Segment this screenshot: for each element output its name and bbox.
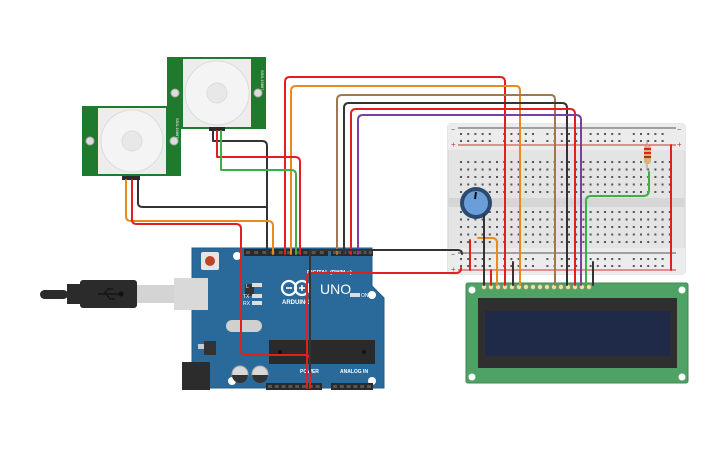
lcd-pin-led[interactable] [586, 284, 592, 290]
wire-black-pir2-gnd[interactable] [137, 179, 268, 208]
wire-red-5v-rail[interactable] [306, 267, 462, 389]
wire-black-gnd-rail[interactable] [309, 249, 463, 373]
rail-minus-label-right: − [677, 127, 681, 134]
lcd-pins [481, 284, 592, 290]
wire-orange-pir2-signal[interactable] [125, 179, 274, 255]
analog-header [331, 383, 373, 390]
microcontroller-chip [269, 340, 375, 364]
rail-plus-label-right: + [677, 140, 682, 149]
wire-green-pir1-signal[interactable] [220, 130, 297, 255]
pir-sensor-2[interactable]: SSS-19867 [82, 106, 181, 180]
pir1-part-label: SSS-19867 [260, 70, 265, 91]
rail-plus-label-bottom: + [451, 265, 456, 274]
usb-port [174, 278, 208, 310]
usb-symbol-icon [98, 288, 124, 300]
wire-orange-pot-lcd[interactable] [477, 237, 498, 286]
lcd-module[interactable] [465, 282, 689, 384]
lcd-pin-db3[interactable] [544, 284, 550, 290]
analog-in-label: ANALOG IN [340, 369, 368, 375]
pir2-part-label: SSS-19867 [175, 118, 180, 139]
wire-red-pin12-lcd[interactable] [284, 76, 506, 286]
rail-plus-label: + [451, 140, 456, 149]
lcd-pin-db0[interactable] [523, 284, 529, 290]
led-l-label: L [246, 284, 249, 290]
resistor[interactable] [644, 140, 651, 170]
pir-sensor-1[interactable]: SSS-19867 [167, 57, 266, 131]
rail-minus-label: − [451, 127, 455, 134]
arduino-uno[interactable]: L TX RX ON ARDUINO UNO DIGITAL (PWM ~) P… [174, 247, 385, 390]
led-rx-label: RX [243, 301, 251, 307]
wire-black-pin6-lcd[interactable] [343, 102, 568, 286]
wire-black-pir1-gnd[interactable] [212, 130, 268, 255]
wires [125, 76, 672, 389]
wire-orange-pin11-lcd[interactable] [290, 85, 521, 286]
potentiometer[interactable] [460, 187, 492, 219]
wire-red-pin4-lcd[interactable] [350, 108, 576, 286]
model-label: UNO [320, 281, 351, 297]
wire-purple-pin3-lcd[interactable] [357, 114, 582, 286]
wire-red-pir1-5v[interactable] [216, 130, 301, 255]
lcd-pin-db2[interactable] [537, 284, 543, 290]
power-jack [182, 362, 210, 390]
on-led-label: ON [361, 293, 369, 299]
power-header [266, 383, 322, 390]
wire-brown-pin5-lcd[interactable] [336, 94, 556, 286]
lcd-screen [485, 311, 670, 356]
brand-label: ARDUINO [282, 300, 310, 306]
rail-minus-label-bottom: − [451, 252, 455, 259]
wire-green-resistor-lcd[interactable] [585, 171, 650, 286]
lcd-pin-db5[interactable] [558, 284, 564, 290]
usb-cable[interactable] [40, 280, 174, 308]
led-tx-label: TX [243, 294, 250, 300]
lcd-pin-db1[interactable] [530, 284, 536, 290]
